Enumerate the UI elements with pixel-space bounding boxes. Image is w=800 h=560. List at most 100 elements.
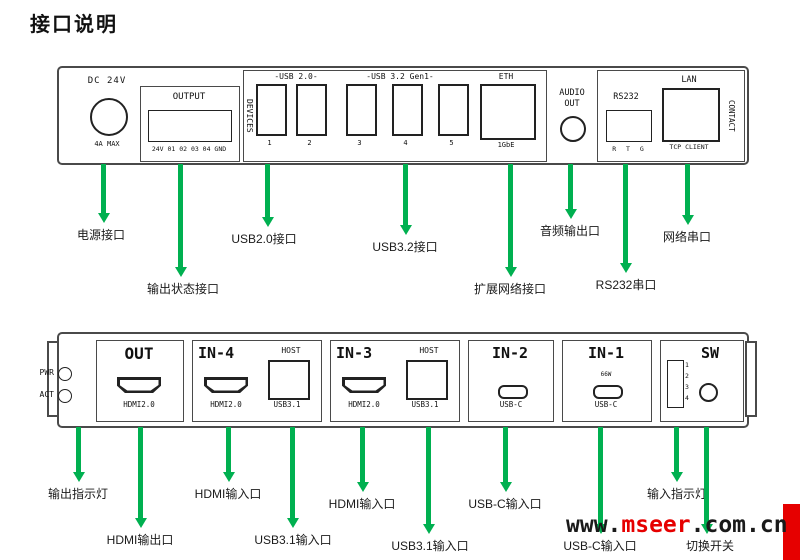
callout-arrow-audio — [568, 164, 573, 210]
out-title: OUT — [124, 344, 154, 363]
output-terminal-block — [148, 110, 232, 142]
in2-section-box — [468, 340, 554, 422]
sw-title: SW — [700, 344, 720, 362]
pwr-led — [58, 367, 72, 381]
callout-arrow-usb-in3 — [426, 427, 431, 525]
callout-label-hdmi-in4: HDMI输入口 — [194, 487, 262, 501]
usb2-port-1 — [256, 84, 287, 136]
in2-usbc-port — [498, 385, 528, 399]
dip-number-2: 2 — [685, 372, 689, 380]
pwr-led-label: PWR — [39, 368, 54, 377]
in1-title: IN-1 — [587, 344, 625, 362]
contact-label: CONTACT — [727, 100, 736, 132]
in3-host-label: HOST — [419, 346, 439, 355]
in4-usb-port — [268, 360, 310, 400]
act-led — [58, 389, 72, 403]
callout-label-usb3: USB3.2接口 — [372, 240, 438, 254]
watermark: www.mseer.com.cn — [566, 512, 788, 538]
watermark-suffix: .com.cn — [690, 512, 788, 538]
callout-label-usbc-in2: USB-C输入口 — [468, 497, 542, 511]
dip-number-1: 1 — [685, 361, 689, 369]
out-hdmi-port — [117, 377, 161, 393]
callout-label-power: 电源接口 — [76, 228, 126, 242]
in2-title: IN-2 — [491, 344, 529, 362]
in3-hdmi-label: HDMI2.0 — [348, 400, 380, 409]
port-number-3: 3 — [357, 139, 362, 147]
usb2-port-2 — [296, 84, 327, 136]
watermark-red-block — [783, 504, 800, 560]
callout-label-switch: 切换开关 — [685, 539, 735, 553]
rs232-port — [606, 110, 652, 142]
port-number-2: 2 — [307, 139, 312, 147]
lan-label: LAN — [681, 75, 697, 85]
eth-port — [480, 84, 536, 140]
in3-hdmi-port — [342, 377, 386, 393]
output-label: OUTPUT — [172, 92, 206, 102]
in4-title: IN-4 — [198, 344, 235, 362]
port-number-1: 1 — [267, 139, 272, 147]
callout-label-hdmi-out: HDMI输出口 — [106, 533, 174, 547]
callout-label-usb-in3: USB3.1输入口 — [391, 539, 469, 553]
callout-arrow-output-status — [178, 164, 183, 268]
port-number-4: 4 — [403, 139, 408, 147]
usb3-port-3 — [346, 84, 377, 136]
callout-label-output-led: 输出指示灯 — [47, 487, 109, 501]
callout-arrow-usbc-in1 — [598, 427, 603, 525]
rs232-label: RS232 — [613, 92, 639, 102]
audio-out-label: AUDIO OUT — [559, 88, 585, 109]
dip-number-3: 3 — [685, 383, 689, 391]
devices-label: DEVICES — [245, 99, 254, 133]
output-pin-labels: 24V 01 02 03 04 GND — [151, 145, 227, 153]
page-title: 接口说明 — [30, 14, 118, 36]
in4-hdmi-port — [204, 377, 248, 393]
dc-power-jack — [90, 98, 128, 136]
front-panel-right-ear — [745, 341, 757, 417]
usb3-port-4 — [392, 84, 423, 136]
in1-power-label: 66W — [600, 371, 612, 378]
rs232-pin-labels: R T G — [612, 145, 644, 153]
in1-usbc-port — [593, 385, 623, 399]
eth-port-label: 1GbE — [497, 141, 515, 149]
watermark-brand: mseer — [621, 512, 691, 538]
callout-label-net-serial: 网络串口 — [662, 230, 712, 244]
in1-usbc-label: USB-C — [594, 400, 618, 409]
lan-mode-label: TCP CLIENT — [669, 143, 709, 151]
callout-arrow-usb-in4 — [290, 427, 295, 519]
act-led-label: ACT — [39, 390, 54, 399]
callout-arrow-power — [101, 164, 106, 214]
usb3-group-label: -USB 3.2 Gen1- — [366, 72, 434, 81]
port-number-5: 5 — [449, 139, 454, 147]
watermark-prefix: www. — [566, 512, 622, 538]
switch-button — [699, 383, 718, 402]
callout-label-input-led: 输入指示灯 — [646, 487, 708, 501]
dc-24v-label: DC 24V — [87, 76, 127, 86]
lan-port — [662, 88, 720, 142]
callout-arrow-usbc-in2 — [503, 427, 508, 483]
callout-arrow-hdmi-in3 — [360, 427, 365, 483]
callout-label-usbc-in1: USB-C输入口 — [563, 539, 637, 553]
dip-switch-numbers: 1 2 3 4 — [685, 360, 689, 404]
dc-max-label: 4A MAX — [94, 140, 120, 148]
in2-usbc-label: USB-C — [499, 400, 523, 409]
callout-label-rs232: RS232串口 — [595, 278, 657, 292]
callout-arrow-hdmi-out — [138, 427, 143, 519]
callout-arrow-net-serial — [685, 164, 690, 216]
audio-out-jack — [560, 116, 586, 142]
in4-hdmi-label: HDMI2.0 — [210, 400, 242, 409]
callout-arrow-input-led — [674, 427, 679, 473]
callout-arrow-hdmi-in4 — [226, 427, 231, 473]
in3-usb-port — [406, 360, 448, 400]
callout-arrow-ext-network — [508, 164, 513, 268]
dip-switch — [667, 360, 684, 408]
callout-label-audio: 音频输出口 — [539, 224, 601, 238]
in3-title: IN-3 — [336, 344, 373, 362]
out-hdmi-label: HDMI2.0 — [123, 400, 155, 409]
callout-label-usb2: USB2.0接口 — [231, 232, 297, 246]
eth-group-label: ETH — [498, 72, 514, 81]
front-panel-left-ear — [47, 341, 59, 417]
in1-section-box — [562, 340, 652, 422]
callout-label-output-status: 输出状态接口 — [146, 282, 220, 296]
callout-label-ext-network: 扩展网络接口 — [473, 282, 547, 296]
usb3-port-5 — [438, 84, 469, 136]
